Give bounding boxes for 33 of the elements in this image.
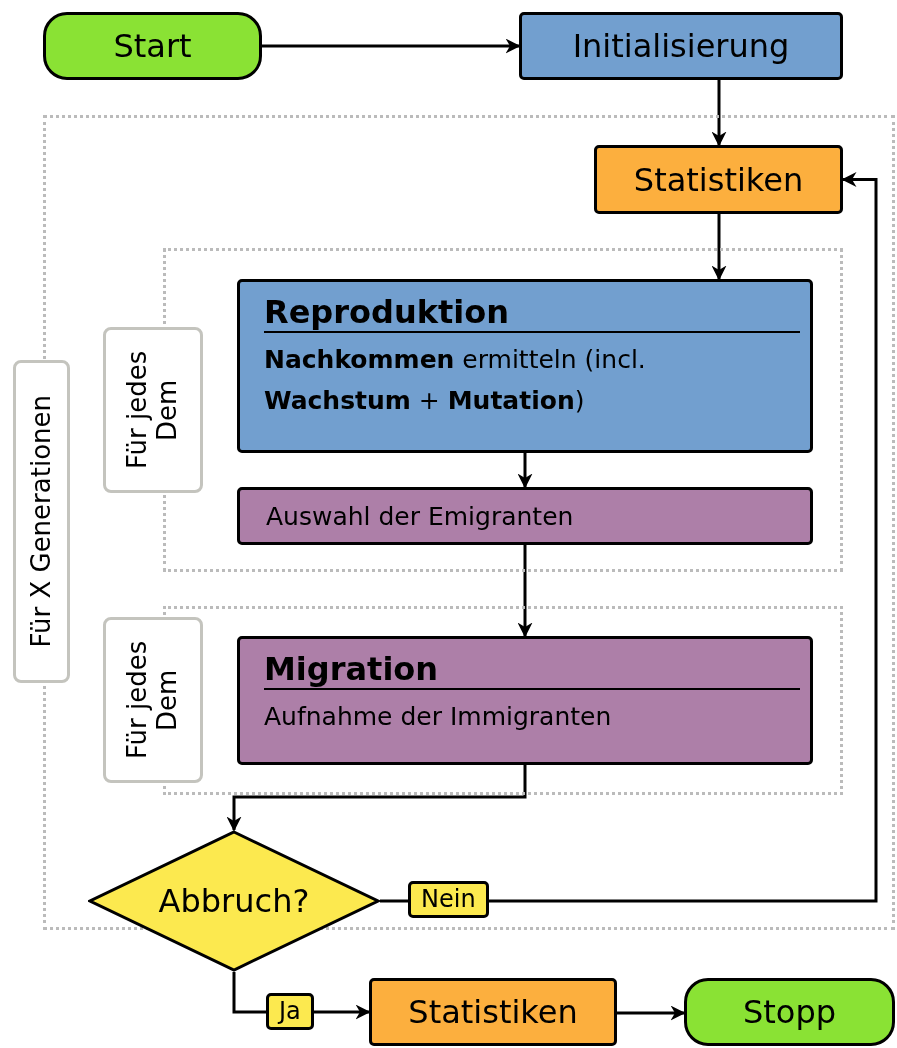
box-heading: Reproduktion	[264, 294, 800, 333]
arrow	[517, 545, 533, 638]
box-text: Stopp	[742, 993, 837, 1031]
loop-label: Für jedes Dem	[103, 327, 203, 493]
decision-text: Abbruch?	[158, 882, 310, 920]
terminal-box	[684, 978, 895, 1046]
box-text: Aufnahme der Immigranten	[264, 700, 613, 733]
arrow	[711, 80, 727, 147]
arrow	[617, 1005, 686, 1021]
process-box	[237, 636, 813, 765]
process-box	[237, 279, 813, 453]
arrow	[711, 214, 727, 281]
box-text: Start	[113, 27, 192, 65]
box-text: Statistiken	[408, 993, 578, 1031]
loop-label: Für jedes Dem	[103, 617, 203, 783]
box-text: Nachkommen ermitteln (incl. Wachstum + Mutation)	[264, 343, 647, 418]
edge-label: Nein	[408, 881, 489, 919]
box-text: Statistiken	[633, 160, 804, 199]
process-box	[519, 12, 843, 80]
process-box	[594, 145, 843, 214]
process-box	[237, 487, 813, 545]
decision-diamond	[88, 830, 380, 972]
terminal-box	[43, 12, 262, 80]
box-text: Auswahl der Emigranten	[266, 501, 574, 531]
box-text: Initialisierung	[572, 27, 790, 65]
box-heading: Migration	[264, 651, 800, 690]
arrow	[517, 453, 533, 489]
arrow	[380, 172, 878, 903]
process-box	[369, 978, 617, 1046]
loop-label: Für X Generationen	[13, 360, 70, 683]
arrow	[226, 765, 527, 832]
arrow	[262, 38, 521, 54]
edge-label: Ja	[266, 993, 314, 1031]
